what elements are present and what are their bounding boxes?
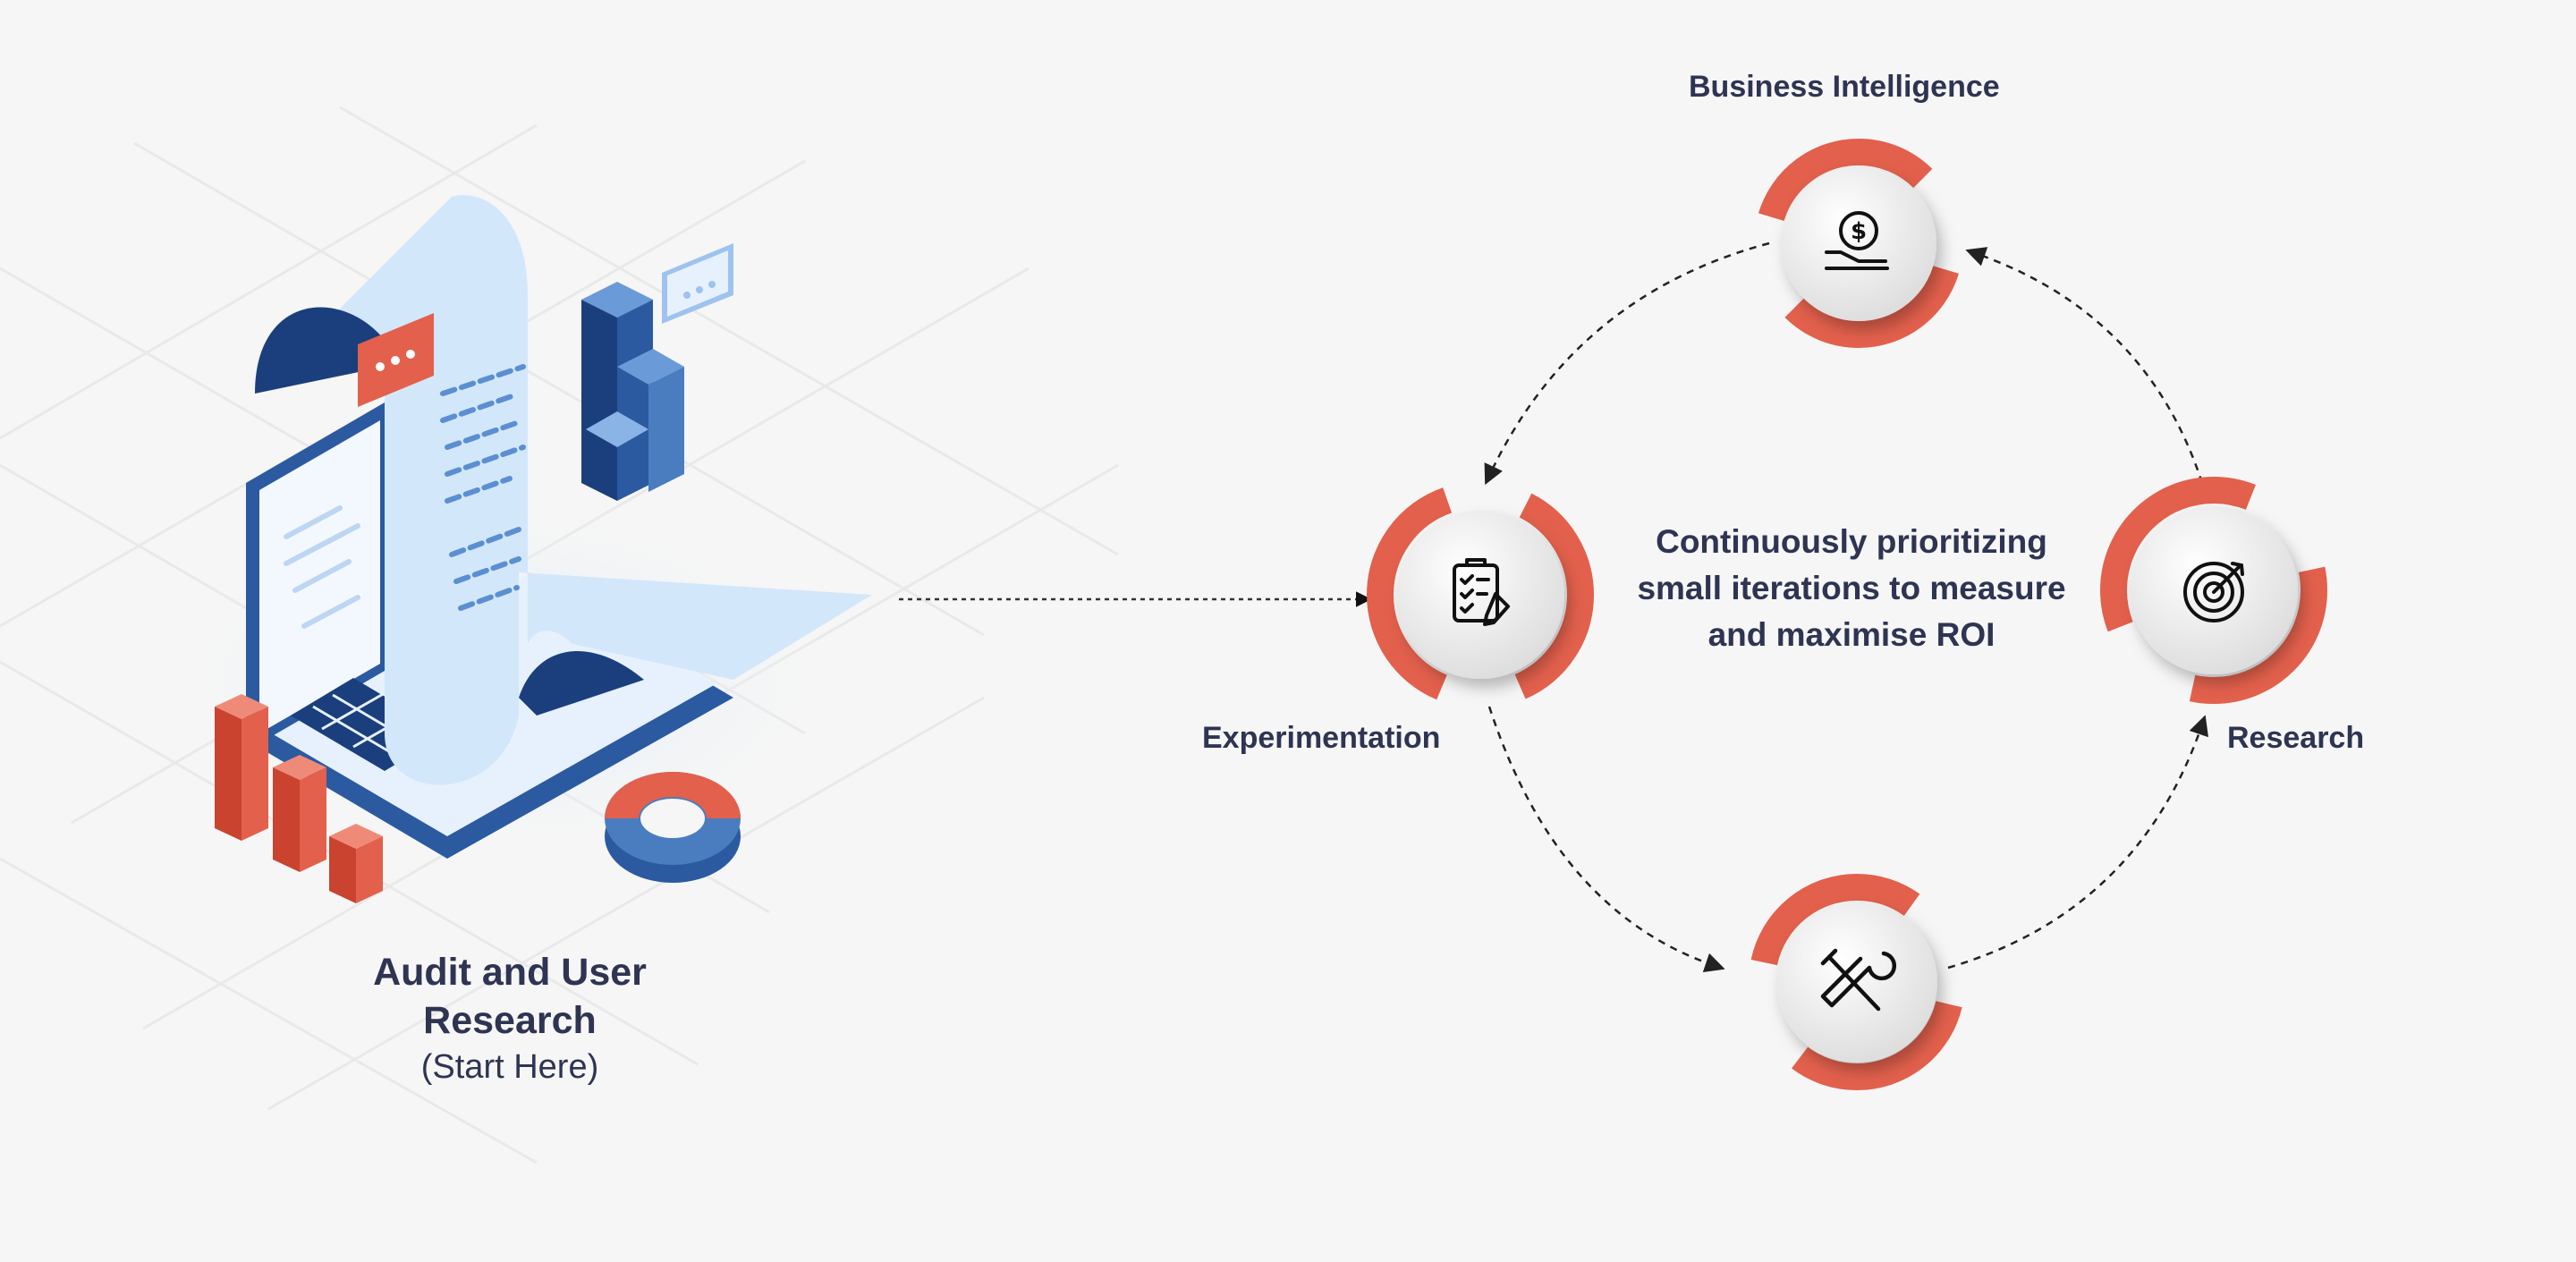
start-node-subtitle: (Start Here) <box>420 1048 599 1086</box>
start-node-title: Audit and User Research <box>373 951 647 1042</box>
label-research: Research <box>2227 721 2365 755</box>
label-experimentation: Experimentation <box>1202 721 1441 755</box>
node-business-intelligence: $ <box>1754 139 1963 348</box>
label-business-intelligence: Business Intelligence <box>1689 70 2000 104</box>
tools-icon <box>1820 948 1897 1012</box>
money-hand-icon: $ <box>1825 211 1889 270</box>
start-node-caption: Audit and User Research (Start Here) <box>295 948 724 1089</box>
checklist-icon <box>1453 558 1510 626</box>
cycle-center-text: Continuously prioritizing small iteratio… <box>1637 523 2066 653</box>
iso-grid <box>0 106 1119 1165</box>
svg-text:$: $ <box>1851 218 1867 245</box>
cycle-arrows <box>1484 241 2208 973</box>
node-research <box>2100 477 2327 704</box>
target-icon <box>2183 562 2244 623</box>
node-tools <box>1749 874 1965 1090</box>
analytics-illustration <box>161 195 872 903</box>
node-experimentation <box>1367 481 1594 708</box>
